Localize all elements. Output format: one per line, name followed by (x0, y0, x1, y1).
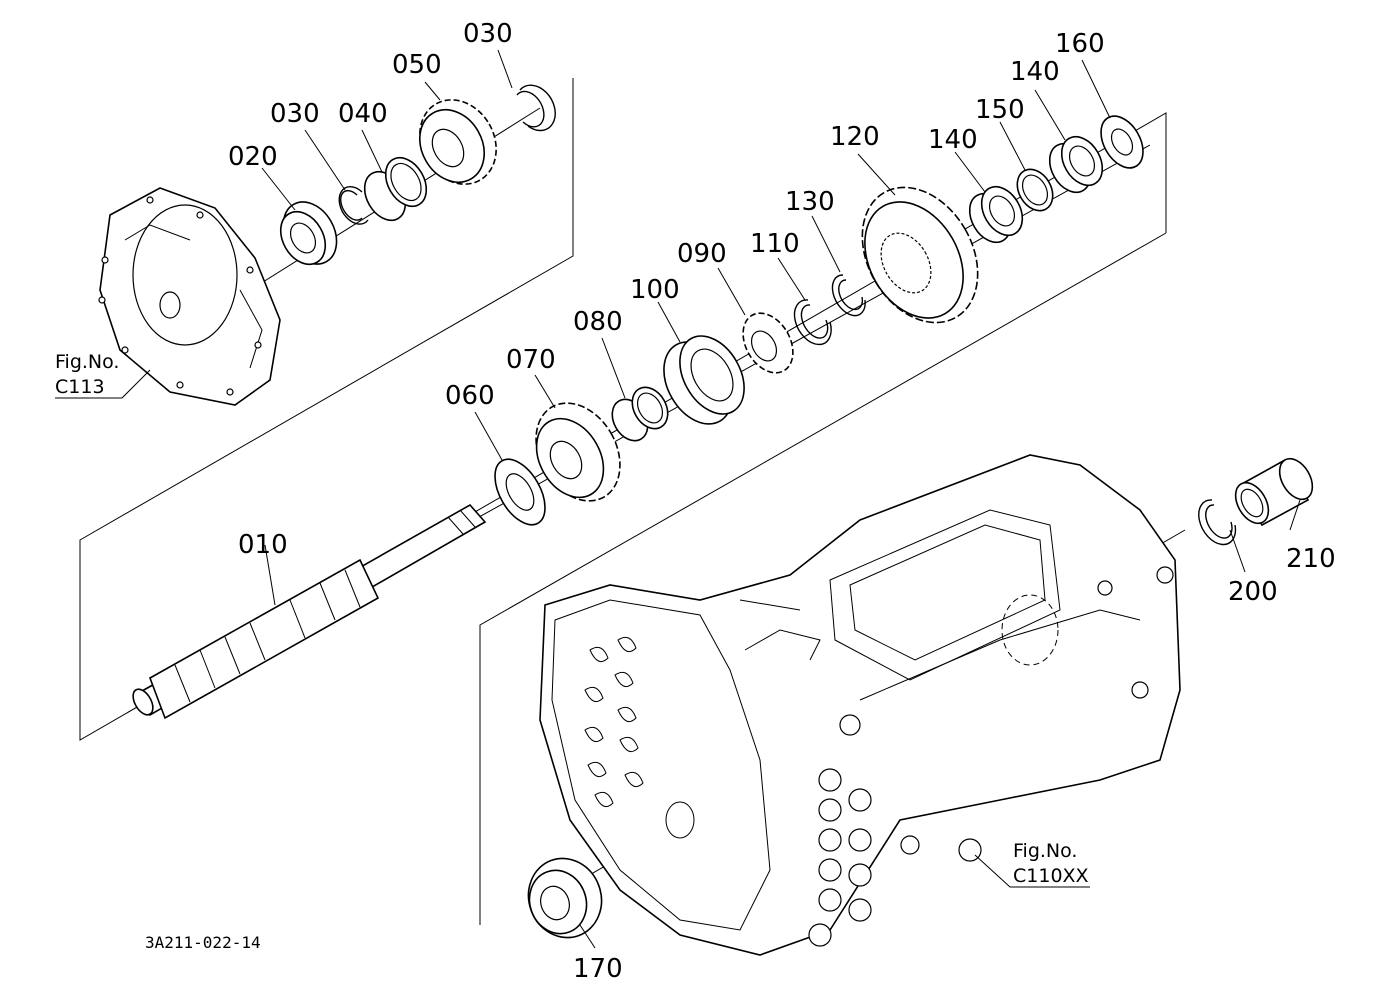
fig-ref-c110xx-line1: Fig.No. (1013, 840, 1077, 862)
label-040: 040 (338, 99, 388, 129)
label-110: 110 (750, 229, 800, 259)
fig-ref-c113-line2: C113 (55, 376, 105, 398)
snap-ring-030-upper (338, 186, 369, 225)
label-150: 150 (975, 95, 1025, 125)
collar-150 (1016, 168, 1054, 212)
gear-120 (861, 186, 979, 324)
washer-160 (1100, 115, 1144, 169)
bearing-140-lower (968, 185, 1024, 244)
fig-ref-c110xx-line2: C110XX (1013, 865, 1089, 887)
label-030-a: 030 (270, 99, 320, 129)
label-130: 130 (785, 187, 835, 217)
drawing-code: 3A211-022-14 (145, 933, 261, 952)
bearing-140-upper (1048, 135, 1104, 194)
needle-bearing-080 (611, 386, 669, 442)
label-010: 010 (238, 530, 288, 560)
snap-ring-200 (1198, 499, 1237, 546)
label-170: 170 (573, 954, 623, 984)
case-bosses (808, 566, 1174, 947)
gear-070 (535, 402, 621, 502)
oil-seal-170 (527, 857, 603, 939)
label-210: 210 (1286, 544, 1336, 574)
snap-ring-130 (831, 274, 866, 317)
label-070: 070 (506, 345, 556, 375)
label-160: 160 (1055, 29, 1105, 59)
frame-lower (479, 232, 1167, 925)
label-140-b: 140 (1010, 57, 1060, 87)
label-030-b: 030 (463, 19, 513, 49)
transmission-case (539, 454, 1181, 956)
fig-ref-c113-line1: Fig.No. (55, 351, 119, 373)
gear-050 (419, 99, 497, 185)
collar-040 (363, 156, 428, 222)
window-slots (584, 636, 644, 808)
label-100: 100 (630, 275, 680, 305)
shaft-010 (132, 503, 487, 720)
frame-upper (79, 78, 1167, 741)
label-080: 080 (573, 307, 623, 337)
label-020: 020 (228, 142, 278, 172)
hub-090 (742, 312, 794, 374)
shift-sleeve-100 (663, 335, 745, 425)
bearing-020 (279, 201, 338, 266)
needle-bearing-210 (1234, 457, 1314, 527)
clutch-housing (98, 187, 281, 406)
label-090: 090 (677, 239, 727, 269)
snap-ring-030-top (516, 84, 556, 132)
leader-lines (55, 49, 1301, 949)
snap-ring-110 (793, 299, 832, 346)
label-050: 050 (392, 50, 442, 80)
label-060: 060 (445, 381, 495, 411)
label-140-a: 140 (928, 125, 978, 155)
label-120: 120 (830, 122, 880, 152)
label-200: 200 (1228, 577, 1278, 607)
thrust-washer-060 (494, 458, 546, 526)
